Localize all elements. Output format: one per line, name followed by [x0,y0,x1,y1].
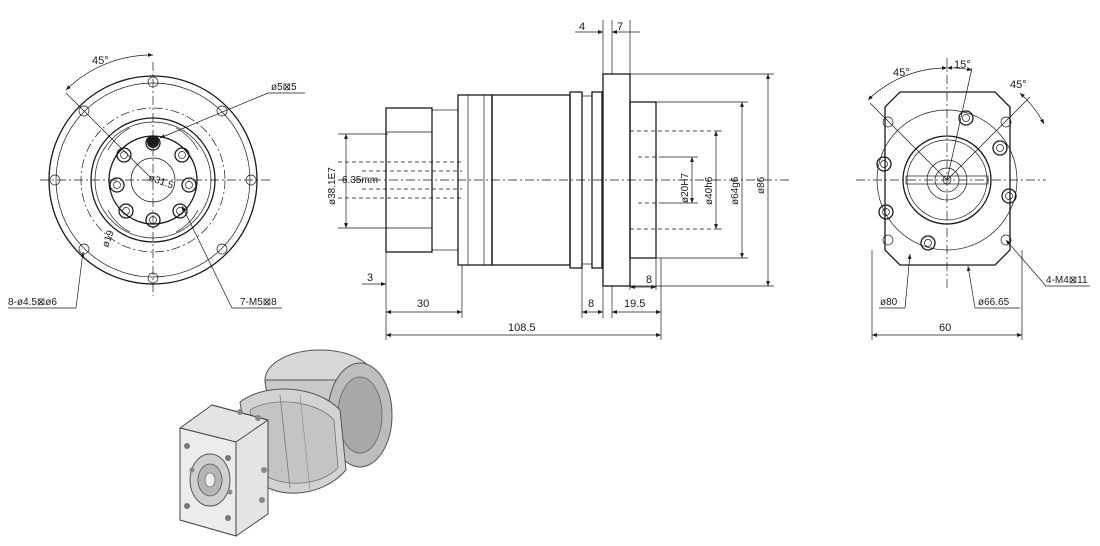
angle-right: 45° [1010,79,1027,91]
dim-total-length: 108.5 [508,322,536,334]
angle-mid: 15° [954,59,971,71]
dim-output-bore: ø20H7 [680,173,691,203]
dim-8-b: 8 [646,274,652,286]
dim-input-bore: ø38.1E7 [327,167,338,205]
dim-66-65: ø66.65 [978,297,1010,308]
outer-holes-label: 8-ø4.5⊠ø6 [8,297,57,308]
dim-64: ø64g6 [730,176,741,205]
dim-4: 4 [579,21,585,33]
dim-8-a: 8 [588,298,594,310]
gearbox-3d-render [179,349,393,537]
dim-86: ø86 [756,176,767,194]
small-hole-label: ø5⊠5 [271,82,297,93]
outer-mount-holes [49,76,257,284]
pcd-label: ø31.5 [147,172,175,191]
dim-80: ø80 [880,297,898,308]
bore-label: ø19 [100,229,116,249]
dim-7: 7 [617,21,623,33]
flange-holes [876,110,1017,251]
side-view: 4 7 ø38.1E7 6.35mm ø20H7 ø40h6 ø64g6 ø86 [327,20,790,340]
left-end-view: 45° ø5⊠5 ø31.5 ø19 8-ø4.5⊠ø6 7-M5⊠8 [8,52,305,309]
dim-pilot: ø40h6 [704,176,715,205]
inner-holes-label: 7-M5⊠8 [240,297,277,308]
dim-shaft: 6.35mm [342,175,378,186]
tapped-holes-label: 4-M4⊠11 [1046,275,1088,286]
angle-left: 45° [893,67,910,79]
right-end-view: 45° 15° 45° 4-M4⊠11 ø80 ø66.65 60 [856,58,1090,340]
left-angle-label: 45° [92,55,109,67]
dim-19-5: 19.5 [624,298,645,310]
dim-30: 30 [417,298,429,310]
dim-3: 3 [367,272,373,284]
dim-width: 60 [939,322,951,334]
